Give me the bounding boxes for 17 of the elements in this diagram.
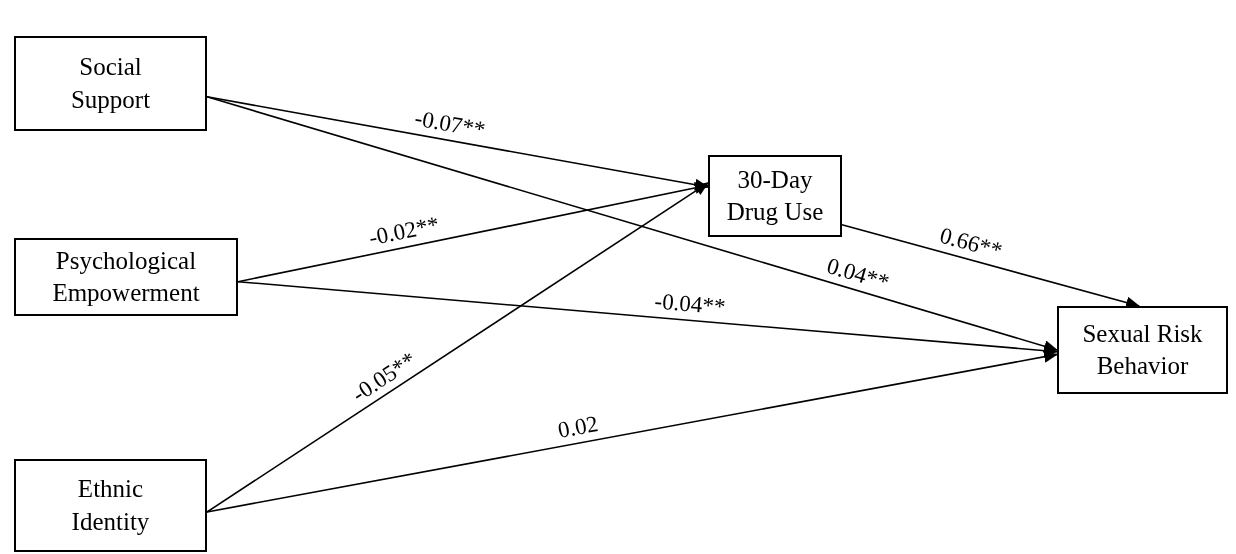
- edge-label: -0.07**: [413, 106, 488, 142]
- arrow: [841, 223, 1141, 309]
- arrow: [206, 182, 709, 513]
- arrow: [206, 96, 709, 191]
- edge-label: 0.02: [556, 411, 600, 442]
- arrow: [206, 350, 1058, 513]
- variable-box: 30-Day Drug Use: [708, 155, 842, 237]
- edge-label: 0.04**: [823, 253, 892, 294]
- variable-box: Sexual Risk Behavior: [1057, 306, 1228, 394]
- edge-label: -0.04**: [653, 289, 727, 319]
- edge-label: -0.02**: [366, 212, 442, 250]
- variable-box: Ethnic Identity: [14, 459, 207, 552]
- arrow: [237, 182, 709, 283]
- edge-label: 0.66**: [937, 223, 1005, 263]
- arrow: [206, 96, 1058, 353]
- variable-box: Social Support: [14, 36, 207, 131]
- variable-box: Psychological Empowerment: [14, 238, 238, 316]
